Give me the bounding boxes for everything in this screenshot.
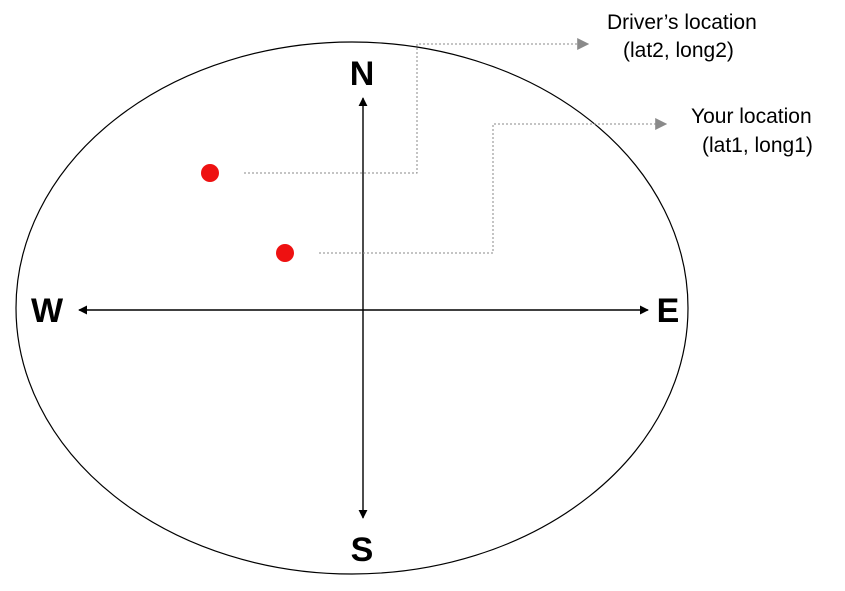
north-label: N xyxy=(350,55,375,93)
globe-outline xyxy=(15,41,689,575)
your-location-label: Your location xyxy=(691,105,812,128)
east-label: E xyxy=(657,292,680,330)
driver-location-label: Driver’s location xyxy=(607,11,757,34)
driver-leader-line xyxy=(244,38,590,174)
your-leader-line xyxy=(319,118,668,254)
your-coordinates-label: (lat1, long1) xyxy=(702,134,813,157)
south-label: S xyxy=(351,531,374,569)
your-point xyxy=(276,244,294,262)
driver-coordinates-label: (lat2, long2) xyxy=(623,39,734,62)
driver-point xyxy=(201,164,219,182)
west-label: W xyxy=(31,292,64,330)
